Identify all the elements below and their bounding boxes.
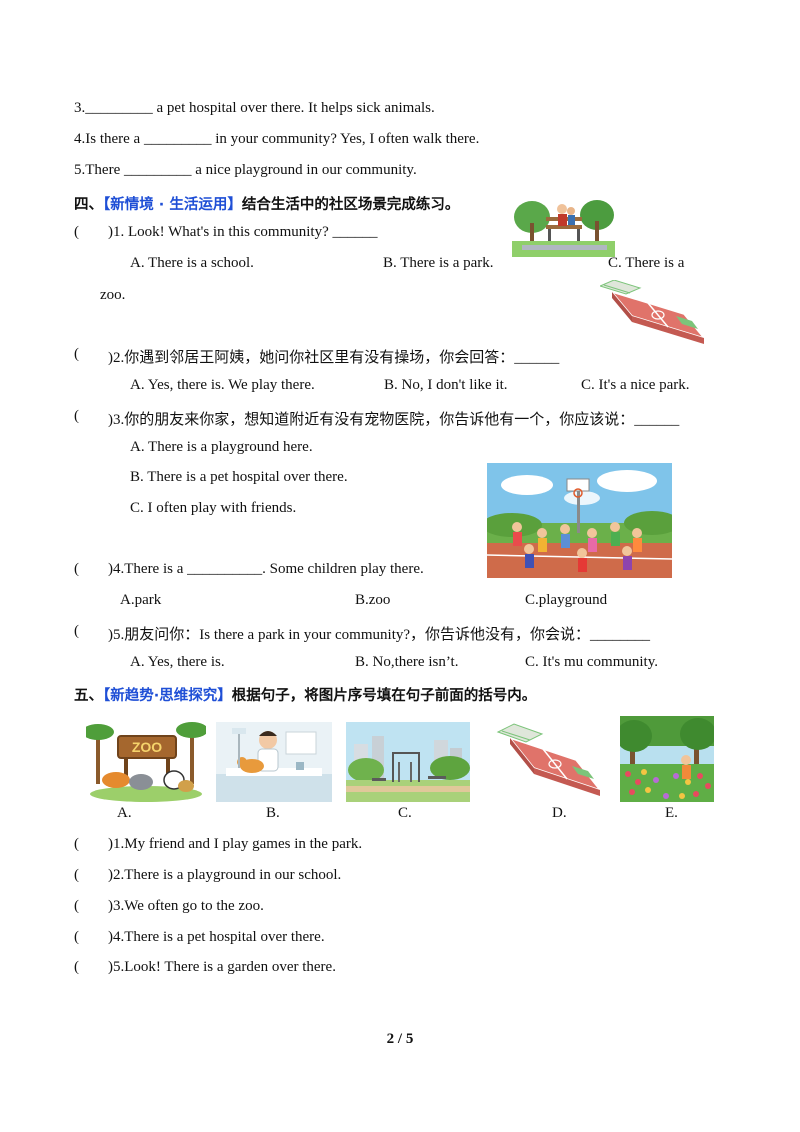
q5-text: )5.朋友问你：Is there a park in your communit… — [108, 627, 651, 643]
picture-a-zoo: ZOO — [86, 714, 206, 802]
court-image — [600, 280, 707, 344]
section-4-heading: 四、【新情境 · 生活运用】结合生活中的社区场景完成练习。 — [74, 193, 459, 214]
section-5-number: 五、 — [74, 688, 103, 704]
q3-option-c: C. I often play with friends. — [130, 500, 297, 516]
s5-item-1: )1.My friend and I play games in the par… — [108, 836, 363, 852]
q5-option-a: A. Yes, there is. — [130, 654, 225, 670]
section-4-title: 结合生活中的社区场景完成练习。 — [241, 197, 460, 213]
s5-item-3-paren: ( — [74, 898, 79, 914]
section-5-heading: 五、【新趋势·思维探究】根据句子，将图片序号填在句子前面的括号内。 — [74, 684, 536, 705]
q1-option-b: B. There is a park. — [383, 255, 494, 271]
fill-line-4: 4.Is there a _________ in your community… — [74, 131, 480, 147]
picture-a-label: A. — [117, 805, 132, 821]
s5-item-4: )4.There is a pet hospital over there. — [108, 929, 325, 945]
q2-paren: ( — [74, 346, 79, 362]
q5-option-c: C. It's mu community. — [525, 654, 658, 670]
playground-children-image — [487, 463, 672, 578]
q2-option-a: A. Yes, there is. We play there. — [130, 377, 315, 393]
fill-line-5: 5.There _________ a nice playground in o… — [74, 162, 417, 178]
q4-text: )4.There is a __________. Some children … — [108, 561, 424, 577]
q1-option-a: A. There is a school. — [130, 255, 254, 271]
q1-option-c-cont: zoo. — [100, 287, 126, 303]
q1-paren: ( — [74, 224, 79, 240]
section-4-number: 四、 — [74, 197, 103, 213]
s5-item-3: )3.We often go to the zoo. — [108, 898, 264, 914]
picture-e-garden — [620, 716, 714, 802]
picture-b-label: B. — [266, 805, 280, 821]
q3-option-a: A. There is a playground here. — [130, 439, 313, 455]
s5-item-5-paren: ( — [74, 959, 79, 975]
q5-paren: ( — [74, 623, 79, 639]
section-5-title: 根据句子，将图片序号填在句子前面的括号内。 — [231, 688, 537, 704]
s5-item-5: )5.Look! There is a garden over there. — [108, 959, 336, 975]
q4-option-b: B.zoo — [355, 592, 391, 608]
q3-text: )3.你的朋友来你家，想知道附近有没有宠物医院，你告诉他有一个，你应该说：___… — [108, 412, 680, 428]
picture-b-pet-hospital — [216, 722, 332, 802]
section-4-tag: 【新情境 · 生活运用】 — [103, 197, 242, 213]
picture-c-label: C. — [398, 805, 412, 821]
q1-text: )1. Look! What's in this community? ____… — [108, 224, 378, 240]
q2-text: )2.你遇到邻居王阿姨，她问你社区里有没有操场，你会回答：______ — [108, 350, 560, 366]
q2-option-c: C. It's a nice park. — [581, 377, 690, 393]
s5-item-2-paren: ( — [74, 867, 79, 883]
picture-d-playground-court — [496, 722, 606, 802]
page-number: 2 / 5 — [386, 1031, 414, 1047]
picture-c-park — [346, 722, 470, 802]
s5-item-4-paren: ( — [74, 929, 79, 945]
s5-item-1-paren: ( — [74, 836, 79, 852]
q3-paren: ( — [74, 408, 79, 424]
zoo-sign-text: ZOO — [132, 739, 162, 755]
fill-line-3: 3._________ a pet hospital over there. I… — [74, 100, 435, 116]
section-5-tag: 【新趋势·思维探究】 — [103, 688, 232, 704]
q1-option-c: C. There is a — [608, 255, 685, 271]
q5-option-b: B. No,there isn’t. — [355, 654, 459, 670]
picture-e-label: E. — [665, 805, 678, 821]
picture-d-label: D. — [552, 805, 567, 821]
q4-option-c: C.playground — [525, 592, 608, 608]
q4-paren: ( — [74, 561, 79, 577]
s5-item-2: )2.There is a playground in our school. — [108, 867, 342, 883]
park-bench-image — [512, 195, 615, 257]
q3-option-b: B. There is a pet hospital over there. — [130, 469, 348, 485]
q2-option-b: B. No, I don't like it. — [384, 377, 508, 393]
q4-option-a: A.park — [120, 592, 162, 608]
